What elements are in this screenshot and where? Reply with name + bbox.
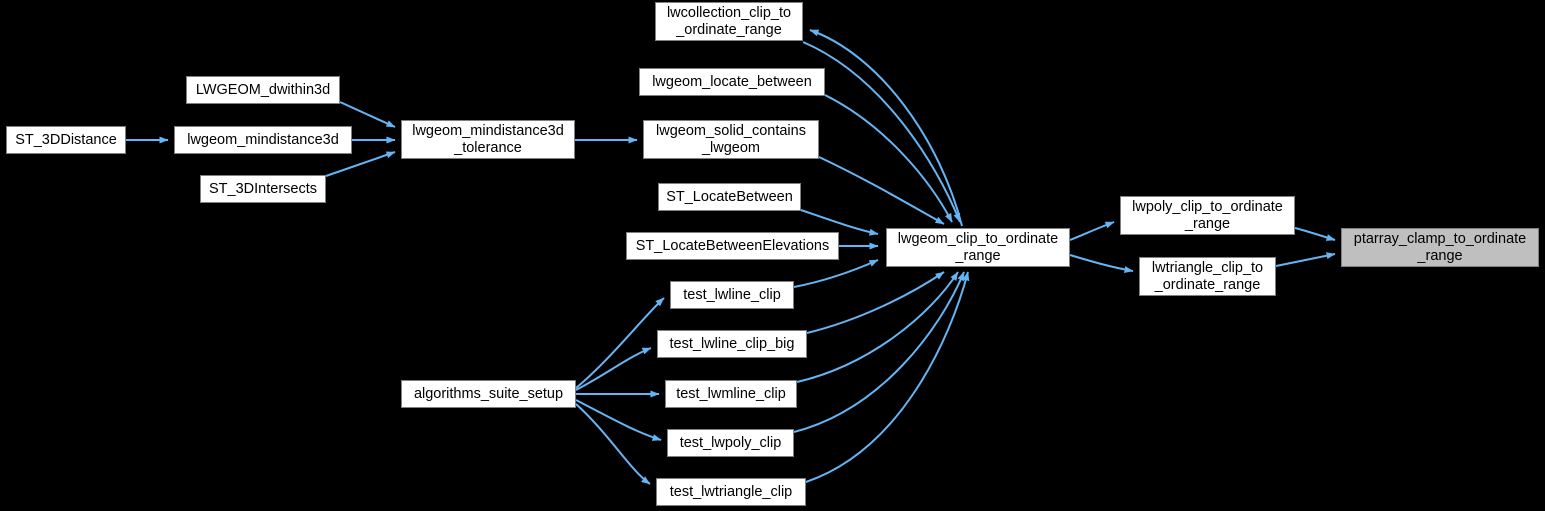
node-test_lwline_clip[interactable]: test_lwline_clip: [670, 281, 794, 309]
node-algorithms_suite_setup[interactable]: algorithms_suite_setup: [401, 380, 576, 408]
edge-lwgeom_clip_to_ordinate_range-to-lwpoly_clip_to_ordinate_range: [1069, 221, 1115, 241]
node-lwgeom_locate_between[interactable]: lwgeom_locate_between: [639, 68, 825, 96]
edge-test_lwtriangle_clip-to-lwgeom_clip_to_ordinate_range: [805, 271, 970, 483]
node-lwcollection_clip_to_ordinate_range[interactable]: lwcollection_clip_to _ordinate_range: [655, 2, 803, 41]
node-st_locatebetween[interactable]: ST_LocateBetween: [658, 183, 801, 211]
node-lwgeom_clip_to_ordinate_range[interactable]: lwgeom_clip_to_ordinate _range: [886, 228, 1070, 267]
edge-st_locatebetween-to-lwgeom_clip_to_ordinate_range: [800, 209, 879, 236]
node-test_lwpoly_clip[interactable]: test_lwpoly_clip: [667, 429, 794, 457]
edge-algorithms_suite_setup-to-test_lwline_clip: [575, 297, 665, 389]
edge-lwgeom_locate_between-to-lwgeom_clip_to_ordinate_range: [824, 94, 953, 223]
edge-test_lwline_clip_big-to-lwgeom_clip_to_ordinate_range: [806, 271, 945, 334]
node-test_lwline_clip_big[interactable]: test_lwline_clip_big: [657, 330, 807, 358]
node-test_lwmline_clip[interactable]: test_lwmline_clip: [665, 380, 797, 408]
edge-st_3dintersects-to-lwgeom_mindistance3d_tolerance: [325, 151, 396, 177]
edge-test_lwmline_clip-to-lwgeom_clip_to_ordinate_range: [796, 271, 959, 383]
node-lwgeom_mindistance3d_tolerance[interactable]: lwgeom_mindistance3d _tolerance: [401, 120, 575, 159]
edge-lwgeom_clip_to_ordinate_range-to-lwcollection_clip_to_ordinate_range: [809, 29, 963, 227]
node-st_locatebetweenelevations[interactable]: ST_LocateBetweenElevations: [626, 232, 839, 260]
node-st_3dintersects[interactable]: ST_3DIntersects: [200, 175, 326, 203]
node-lwgeom_dwithin3d[interactable]: LWGEOM_dwithin3d: [186, 76, 340, 104]
edge-algorithms_suite_setup-to-test_lwline_clip_big: [575, 347, 652, 391]
edge-test_lwpoly_clip-to-lwgeom_clip_to_ordinate_range: [793, 271, 965, 433]
edge-lwtriangle_clip_to_ordinate_range-to-ptarray_clamp_to_ordinate_range: [1275, 252, 1336, 267]
edge-algorithms_suite_setup-to-test_lwtriangle_clip: [575, 403, 651, 485]
edge-algorithms_suite_setup-to-test_lwpoly_clip: [575, 399, 662, 441]
node-lwgeom_solid_contains_lwgeom[interactable]: lwgeom_solid_contains _lwgeom: [643, 120, 819, 159]
node-st_3ddistance[interactable]: ST_3DDistance: [6, 126, 126, 154]
node-ptarray_clamp_to_ordinate_range[interactable]: ptarray_clamp_to_ordinate _range: [1341, 228, 1539, 267]
node-lwtriangle_clip_to_ordinate_range[interactable]: lwtriangle_clip_to _ordinate_range: [1139, 257, 1276, 296]
edge-lwgeom_dwithin3d-to-lwgeom_mindistance3d_tolerance: [339, 101, 396, 128]
edge-lwgeom_clip_to_ordinate_range-to-lwtriangle_clip_to_ordinate_range: [1069, 254, 1134, 273]
edge-test_lwline_clip-to-lwgeom_clip_to_ordinate_range: [793, 259, 879, 288]
node-lwgeom_mindistance3d[interactable]: lwgeom_mindistance3d: [174, 126, 352, 154]
edge-lwcollection_clip_to_ordinate_range-to-lwgeom_clip_to_ordinate_range: [802, 41, 961, 223]
node-test_lwtriangle_clip[interactable]: test_lwtriangle_clip: [656, 478, 806, 506]
edge-lwpoly_clip_to_ordinate_range-to-ptarray_clamp_to_ordinate_range: [1294, 227, 1336, 241]
node-lwpoly_clip_to_ordinate_range[interactable]: lwpoly_clip_to_ordinate _range: [1120, 196, 1295, 235]
edge-lwgeom_solid_contains_lwgeom-to-lwgeom_clip_to_ordinate_range: [818, 156, 945, 225]
